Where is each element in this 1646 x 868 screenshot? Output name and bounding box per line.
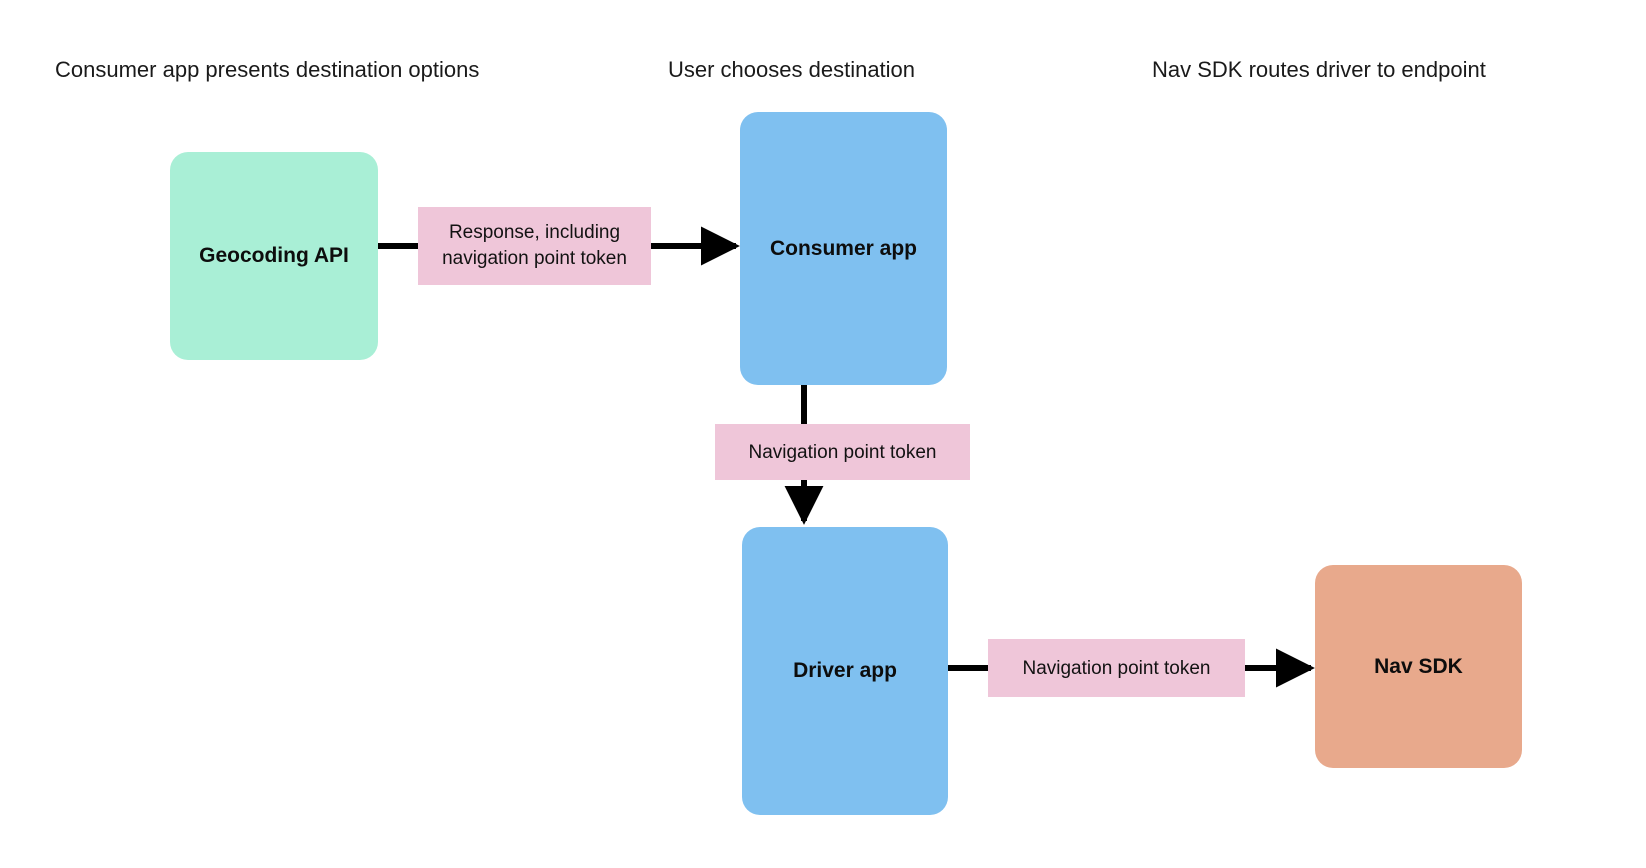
node-driver-app-label: Driver app <box>793 659 897 682</box>
edge-label-response-including-navigation-point-token: Response, including navigation point tok… <box>418 207 651 285</box>
node-geocoding-api[interactable]: Geocoding API <box>170 152 378 360</box>
node-nav-sdk[interactable]: Nav SDK <box>1315 565 1522 768</box>
node-nav-sdk-label: Nav SDK <box>1374 654 1463 678</box>
node-driver-app[interactable]: Driver app <box>742 527 948 815</box>
column-header-nav-sdk-routes: Nav SDK routes driver to endpoint <box>1152 57 1486 82</box>
node-geocoding-api-label: Geocoding API <box>199 244 349 267</box>
edge-label-navigation-point-token-horizontal: Navigation point token <box>988 639 1245 697</box>
column-header-consumer-app: Consumer app presents destination option… <box>55 57 480 82</box>
node-consumer-app-label: Consumer app <box>769 236 918 260</box>
edge-label-navigation-point-token-vertical: Navigation point token <box>715 424 970 480</box>
edge-label-nav-token-horizontal-text: Navigation point token <box>1022 657 1211 679</box>
edge-label-nav-token-vertical-text: Navigation point token <box>748 441 937 463</box>
edge-label-response-text: Response, including navigation point tok… <box>442 222 627 269</box>
column-header-user-chooses: User chooses destination <box>668 57 916 82</box>
node-consumer-app[interactable]: Consumer app <box>740 112 947 385</box>
